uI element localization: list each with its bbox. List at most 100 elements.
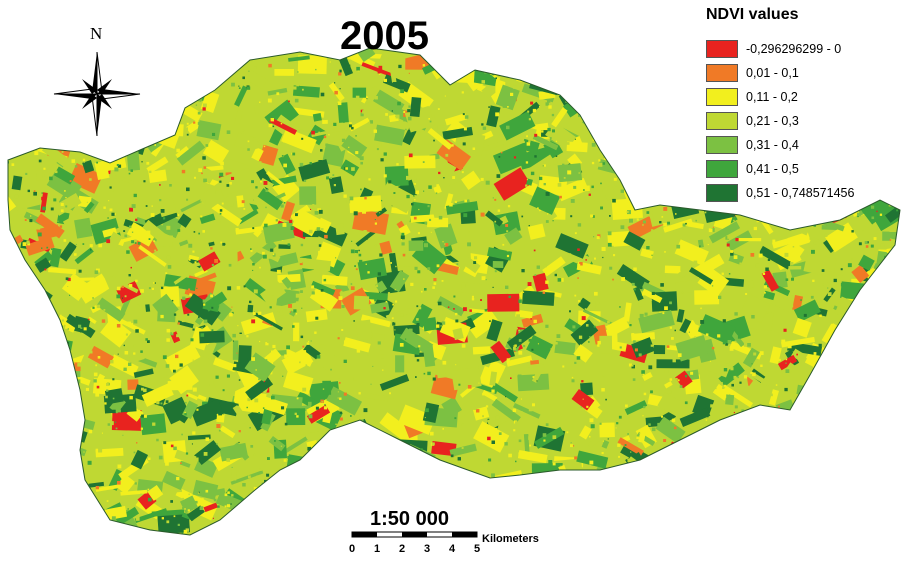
pixel-speck <box>272 344 276 348</box>
pixel-speck <box>648 423 651 426</box>
pixel-speck <box>440 325 442 327</box>
pixel-speck <box>549 137 552 139</box>
pixel-speck <box>433 139 435 142</box>
pixel-speck <box>668 100 673 104</box>
pixel-speck <box>230 503 232 505</box>
field-patch <box>486 319 503 342</box>
pixel-speck <box>246 335 249 338</box>
field-patch <box>177 320 194 329</box>
pixel-speck <box>657 486 661 489</box>
field-patch <box>8 528 33 535</box>
pixel-speck <box>146 161 150 165</box>
pixel-speck <box>348 463 351 466</box>
pixel-speck <box>461 283 466 287</box>
pixel-speck <box>339 417 343 421</box>
pixel-speck <box>27 189 30 193</box>
pixel-speck <box>200 199 203 202</box>
field-patch <box>688 267 714 285</box>
pixel-speck <box>39 427 44 431</box>
pixel-speck <box>473 483 476 485</box>
pixel-speck <box>89 244 93 248</box>
pixel-speck <box>515 499 519 503</box>
pixel-speck <box>52 451 55 454</box>
pixel-speck <box>586 104 589 107</box>
field-patch <box>281 201 296 222</box>
pixel-speck <box>179 188 182 190</box>
field-patch <box>231 56 246 65</box>
field-patch <box>886 482 895 490</box>
field-patch <box>493 477 526 493</box>
pixel-speck <box>890 390 894 395</box>
pixel-speck <box>133 451 136 454</box>
field-patch <box>486 411 509 430</box>
pixel-speck <box>349 196 354 201</box>
pixel-speck <box>262 529 267 533</box>
pixel-speck <box>148 457 151 460</box>
field-patch <box>399 327 434 355</box>
pixel-speck <box>792 347 795 349</box>
pixel-speck <box>693 118 698 123</box>
pixel-speck <box>177 113 181 117</box>
pixel-speck <box>464 378 468 381</box>
pixel-speck <box>863 431 868 436</box>
pixel-speck <box>166 520 170 524</box>
field-patch <box>147 107 169 122</box>
pixel-speck <box>224 505 227 508</box>
pixel-speck <box>355 151 359 155</box>
field-patch <box>481 389 498 402</box>
pixel-speck <box>676 201 678 203</box>
field-patch <box>529 186 561 215</box>
pixel-speck <box>681 291 684 294</box>
pixel-speck <box>18 433 23 438</box>
pixel-speck <box>599 126 601 128</box>
pixel-speck <box>392 429 396 433</box>
pixel-speck <box>803 313 807 317</box>
pixel-speck <box>840 505 842 508</box>
pixel-speck <box>518 452 522 456</box>
pixel-speck <box>114 175 118 179</box>
pixel-speck <box>796 353 798 356</box>
pixel-speck <box>661 495 665 499</box>
pixel-speck <box>489 320 491 322</box>
pixel-speck <box>714 483 718 487</box>
pixel-speck <box>518 329 520 331</box>
legend-swatch <box>706 183 738 202</box>
pixel-speck <box>617 533 621 535</box>
pixel-speck <box>186 133 189 136</box>
pixel-speck <box>828 307 832 311</box>
pixel-speck <box>679 270 681 273</box>
pixel-speck <box>447 306 450 308</box>
pixel-speck <box>353 377 358 381</box>
field-patch <box>710 481 739 509</box>
field-patch <box>486 53 519 74</box>
pixel-speck <box>356 66 360 71</box>
pixel-speck <box>93 372 98 377</box>
pixel-speck <box>864 241 868 244</box>
field-patch <box>262 220 295 244</box>
field-patch <box>379 374 410 391</box>
pixel-speck <box>300 407 302 409</box>
pixel-speck <box>231 57 234 60</box>
field-patch <box>150 538 170 560</box>
pixel-speck <box>292 325 295 328</box>
pixel-speck <box>733 411 735 414</box>
field-patch <box>664 265 681 274</box>
pixel-speck <box>698 545 700 547</box>
pixel-speck <box>107 530 109 532</box>
pixel-speck <box>416 177 420 181</box>
pixel-speck <box>145 338 148 341</box>
field-patch <box>268 496 302 524</box>
pixel-speck <box>151 205 153 207</box>
pixel-speck <box>435 192 438 195</box>
pixel-speck <box>641 528 645 531</box>
pixel-speck <box>203 92 206 94</box>
pixel-speck <box>424 417 426 419</box>
pixel-speck <box>562 365 565 368</box>
pixel-speck <box>575 540 578 543</box>
pixel-speck <box>841 341 845 344</box>
field-patch <box>830 375 860 399</box>
field-patch <box>348 195 382 213</box>
field-patch <box>786 487 804 494</box>
field-patch <box>885 298 899 314</box>
pixel-speck <box>571 376 574 379</box>
